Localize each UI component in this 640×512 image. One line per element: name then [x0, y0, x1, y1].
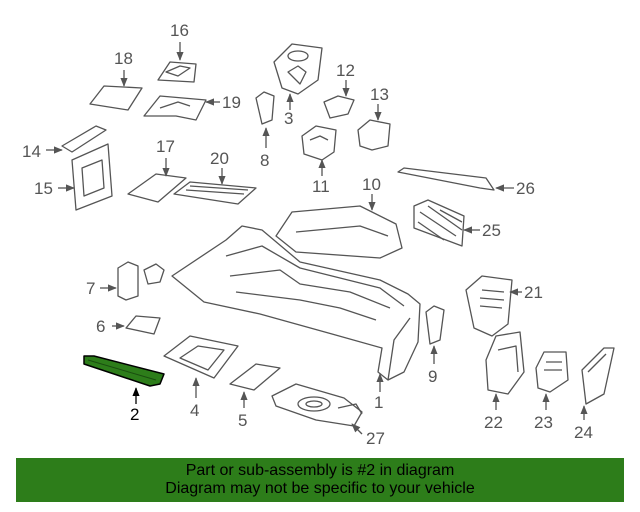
callout-26[interactable]: 26 [516, 179, 535, 198]
callout-23[interactable]: 23 [534, 413, 553, 432]
callout-8[interactable]: 8 [260, 151, 269, 170]
part-20-mat[interactable] [173, 168, 257, 205]
callout-2[interactable]: 2 [130, 405, 139, 424]
callout-17[interactable]: 17 [156, 137, 175, 156]
part-5-mat[interactable] [229, 363, 281, 408]
part-12-trim[interactable] [323, 80, 355, 119]
callout-3[interactable]: 3 [284, 109, 293, 128]
callout-14[interactable]: 14 [22, 142, 41, 161]
callout-21[interactable]: 21 [524, 283, 543, 302]
banner-line-part: Part or sub-assembly is #2 in diagram [185, 462, 455, 479]
part-4-tray[interactable] [163, 335, 239, 398]
part-14-strip[interactable] [46, 125, 107, 154]
part-3-cupholder[interactable] [273, 43, 323, 110]
callout-10[interactable]: 10 [362, 175, 381, 194]
callout-15[interactable]: 15 [34, 179, 53, 198]
part-24-panel[interactable] [580, 347, 615, 420]
callout-9[interactable]: 9 [428, 367, 437, 386]
part-9-button[interactable] [425, 305, 445, 364]
part-16-tray[interactable] [157, 42, 197, 83]
part-22-vent[interactable] [485, 331, 525, 410]
callout-20[interactable]: 20 [210, 149, 229, 168]
part-18-cover[interactable] [89, 70, 143, 111]
callout-22[interactable]: 22 [484, 413, 503, 432]
part-15-panel[interactable] [58, 143, 113, 211]
part-25-mesh[interactable] [413, 199, 480, 247]
callout-19[interactable]: 19 [222, 93, 241, 112]
callout-18[interactable]: 18 [114, 49, 133, 68]
callout-6[interactable]: 6 [96, 317, 105, 336]
part-23-cover[interactable] [535, 351, 569, 410]
callout-13[interactable]: 13 [370, 85, 389, 104]
banner-line-disclaimer: Diagram may not be specific to your vehi… [165, 480, 475, 497]
callout-12[interactable]: 12 [336, 61, 355, 80]
part-27-bracket[interactable] [271, 383, 363, 435]
part-10-lid[interactable] [275, 194, 403, 259]
part-2-highlighted[interactable] [83, 355, 165, 404]
part-8-switch[interactable] [255, 91, 275, 148]
part-13-socket[interactable] [357, 104, 391, 151]
callout-4[interactable]: 4 [190, 401, 199, 420]
part-26-rail[interactable] [397, 167, 514, 192]
part-6-clip[interactable] [112, 315, 161, 335]
callout-1[interactable]: 1 [374, 393, 383, 412]
callout-27[interactable]: 27 [366, 429, 385, 448]
part-11-housing[interactable] [301, 125, 337, 176]
callout-5[interactable]: 5 [238, 411, 247, 430]
part-17-mat[interactable] [127, 158, 187, 203]
callout-7[interactable]: 7 [86, 279, 95, 298]
part-19-bracket[interactable] [143, 95, 220, 121]
callout-24[interactable]: 24 [574, 423, 593, 442]
console-body [171, 225, 421, 381]
callout-25[interactable]: 25 [482, 221, 501, 240]
parts-diagram: 16 18 19 3 12 13 14 17 20 8 11 15 10 26 … [22, 21, 615, 448]
part-7-outlet[interactable] [100, 261, 165, 301]
callout-16[interactable]: 16 [170, 21, 189, 40]
part-21-vent[interactable] [465, 275, 522, 337]
info-banner: Part or sub-assembly is #2 in diagram Di… [16, 458, 624, 502]
callout-11[interactable]: 11 [312, 177, 330, 196]
